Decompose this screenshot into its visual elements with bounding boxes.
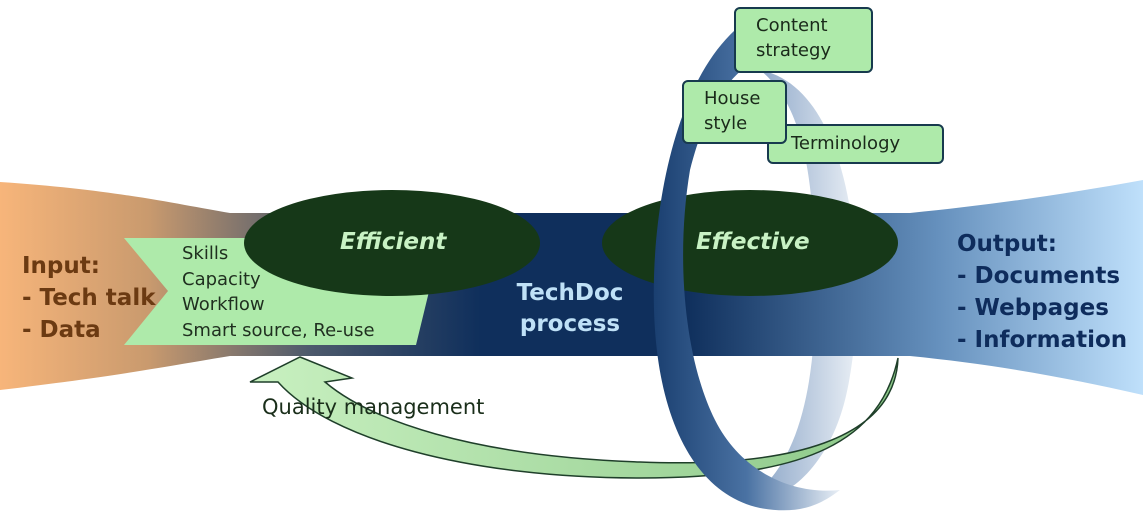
content-strategy-box: Content strategy bbox=[734, 7, 873, 73]
factor-capacity: Capacity bbox=[182, 268, 261, 290]
house-style-line-2: style bbox=[704, 113, 748, 134]
output-label: Output: - Documents - Webpages - Informa… bbox=[957, 228, 1127, 356]
input-item-tech-talk: - Tech talk bbox=[22, 285, 156, 311]
output-item-documents: - Documents bbox=[957, 263, 1121, 289]
output-item-webpages: - Webpages bbox=[957, 295, 1109, 321]
output-title: Output: bbox=[957, 231, 1057, 257]
house-style-line-1: House bbox=[704, 88, 761, 109]
factor-skills: Skills bbox=[182, 243, 229, 264]
effective-label: Effective bbox=[696, 229, 810, 255]
process-line-1: TechDoc bbox=[516, 280, 624, 306]
efficient-oval bbox=[244, 190, 540, 296]
loop-back bbox=[745, 70, 857, 501]
efficient-label: Efficient bbox=[340, 229, 447, 255]
house-style-box: House style bbox=[682, 80, 787, 144]
content-strategy-line-2: strategy bbox=[756, 40, 832, 61]
process-line-2: process bbox=[519, 311, 621, 337]
terminology-box: Terminology bbox=[767, 124, 944, 164]
factors-list: Skills Capacity Workflow Smart source, R… bbox=[182, 241, 375, 343]
factor-smart-source: Smart source, Re-use bbox=[182, 319, 375, 341]
input-label: Input: - Tech talk - Data bbox=[22, 250, 156, 346]
factor-workflow: Workflow bbox=[182, 294, 265, 315]
terminology-text: Terminology bbox=[791, 133, 901, 154]
content-strategy-line-1: Content bbox=[756, 15, 828, 36]
quality-management-label: Quality management bbox=[262, 395, 485, 419]
output-item-information: - Information bbox=[957, 327, 1128, 353]
process-label: TechDoc process bbox=[500, 278, 640, 340]
loop-front bbox=[653, 30, 840, 511]
input-title: Input: bbox=[22, 253, 100, 279]
input-item-data: - Data bbox=[22, 317, 101, 343]
